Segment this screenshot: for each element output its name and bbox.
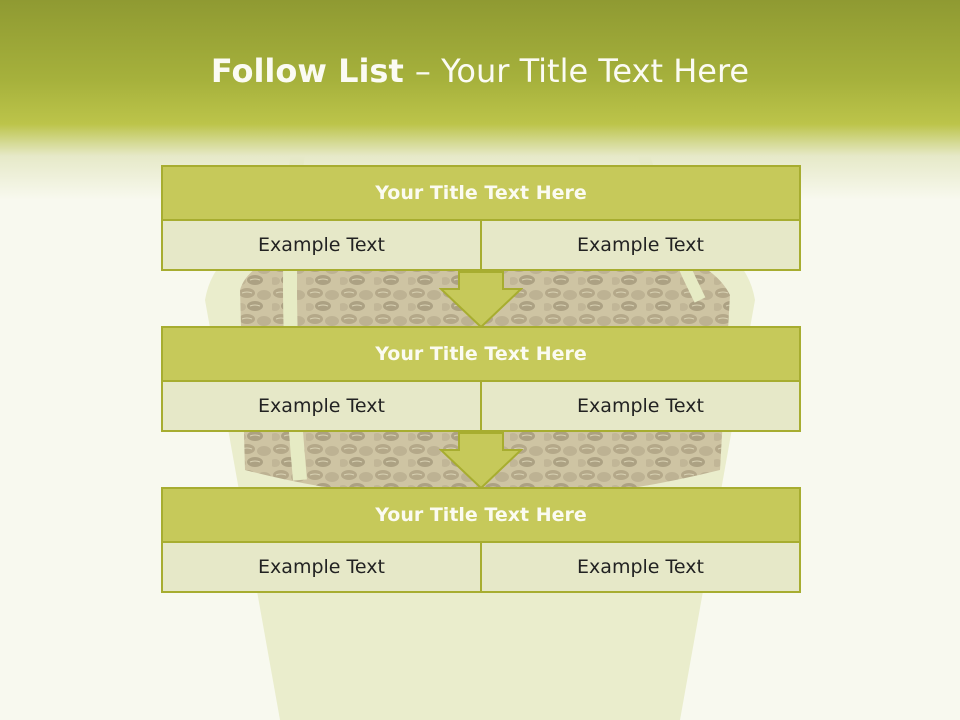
list-block-1: Your Title Text Here Example Text Exampl… [161,165,801,271]
block-cell-left: Example Text [161,382,482,432]
block-cell-right: Example Text [482,543,801,593]
block-cell-left: Example Text [161,543,482,593]
block-title: Your Title Text Here [161,487,801,543]
block-cell-right: Example Text [482,221,801,271]
list-block-3: Your Title Text Here Example Text Exampl… [161,487,801,593]
title-bold: Follow List [210,52,415,90]
down-arrow-icon [439,271,523,329]
block-title: Your Title Text Here [161,326,801,382]
slide-title: Follow List – Your Title Text Here [0,52,960,90]
block-cell-left: Example Text [161,221,482,271]
block-title: Your Title Text Here [161,165,801,221]
list-block-2: Your Title Text Here Example Text Exampl… [161,326,801,432]
block-cell-right: Example Text [482,382,801,432]
title-rest: – Your Title Text Here [414,52,750,90]
down-arrow-icon [439,432,523,490]
